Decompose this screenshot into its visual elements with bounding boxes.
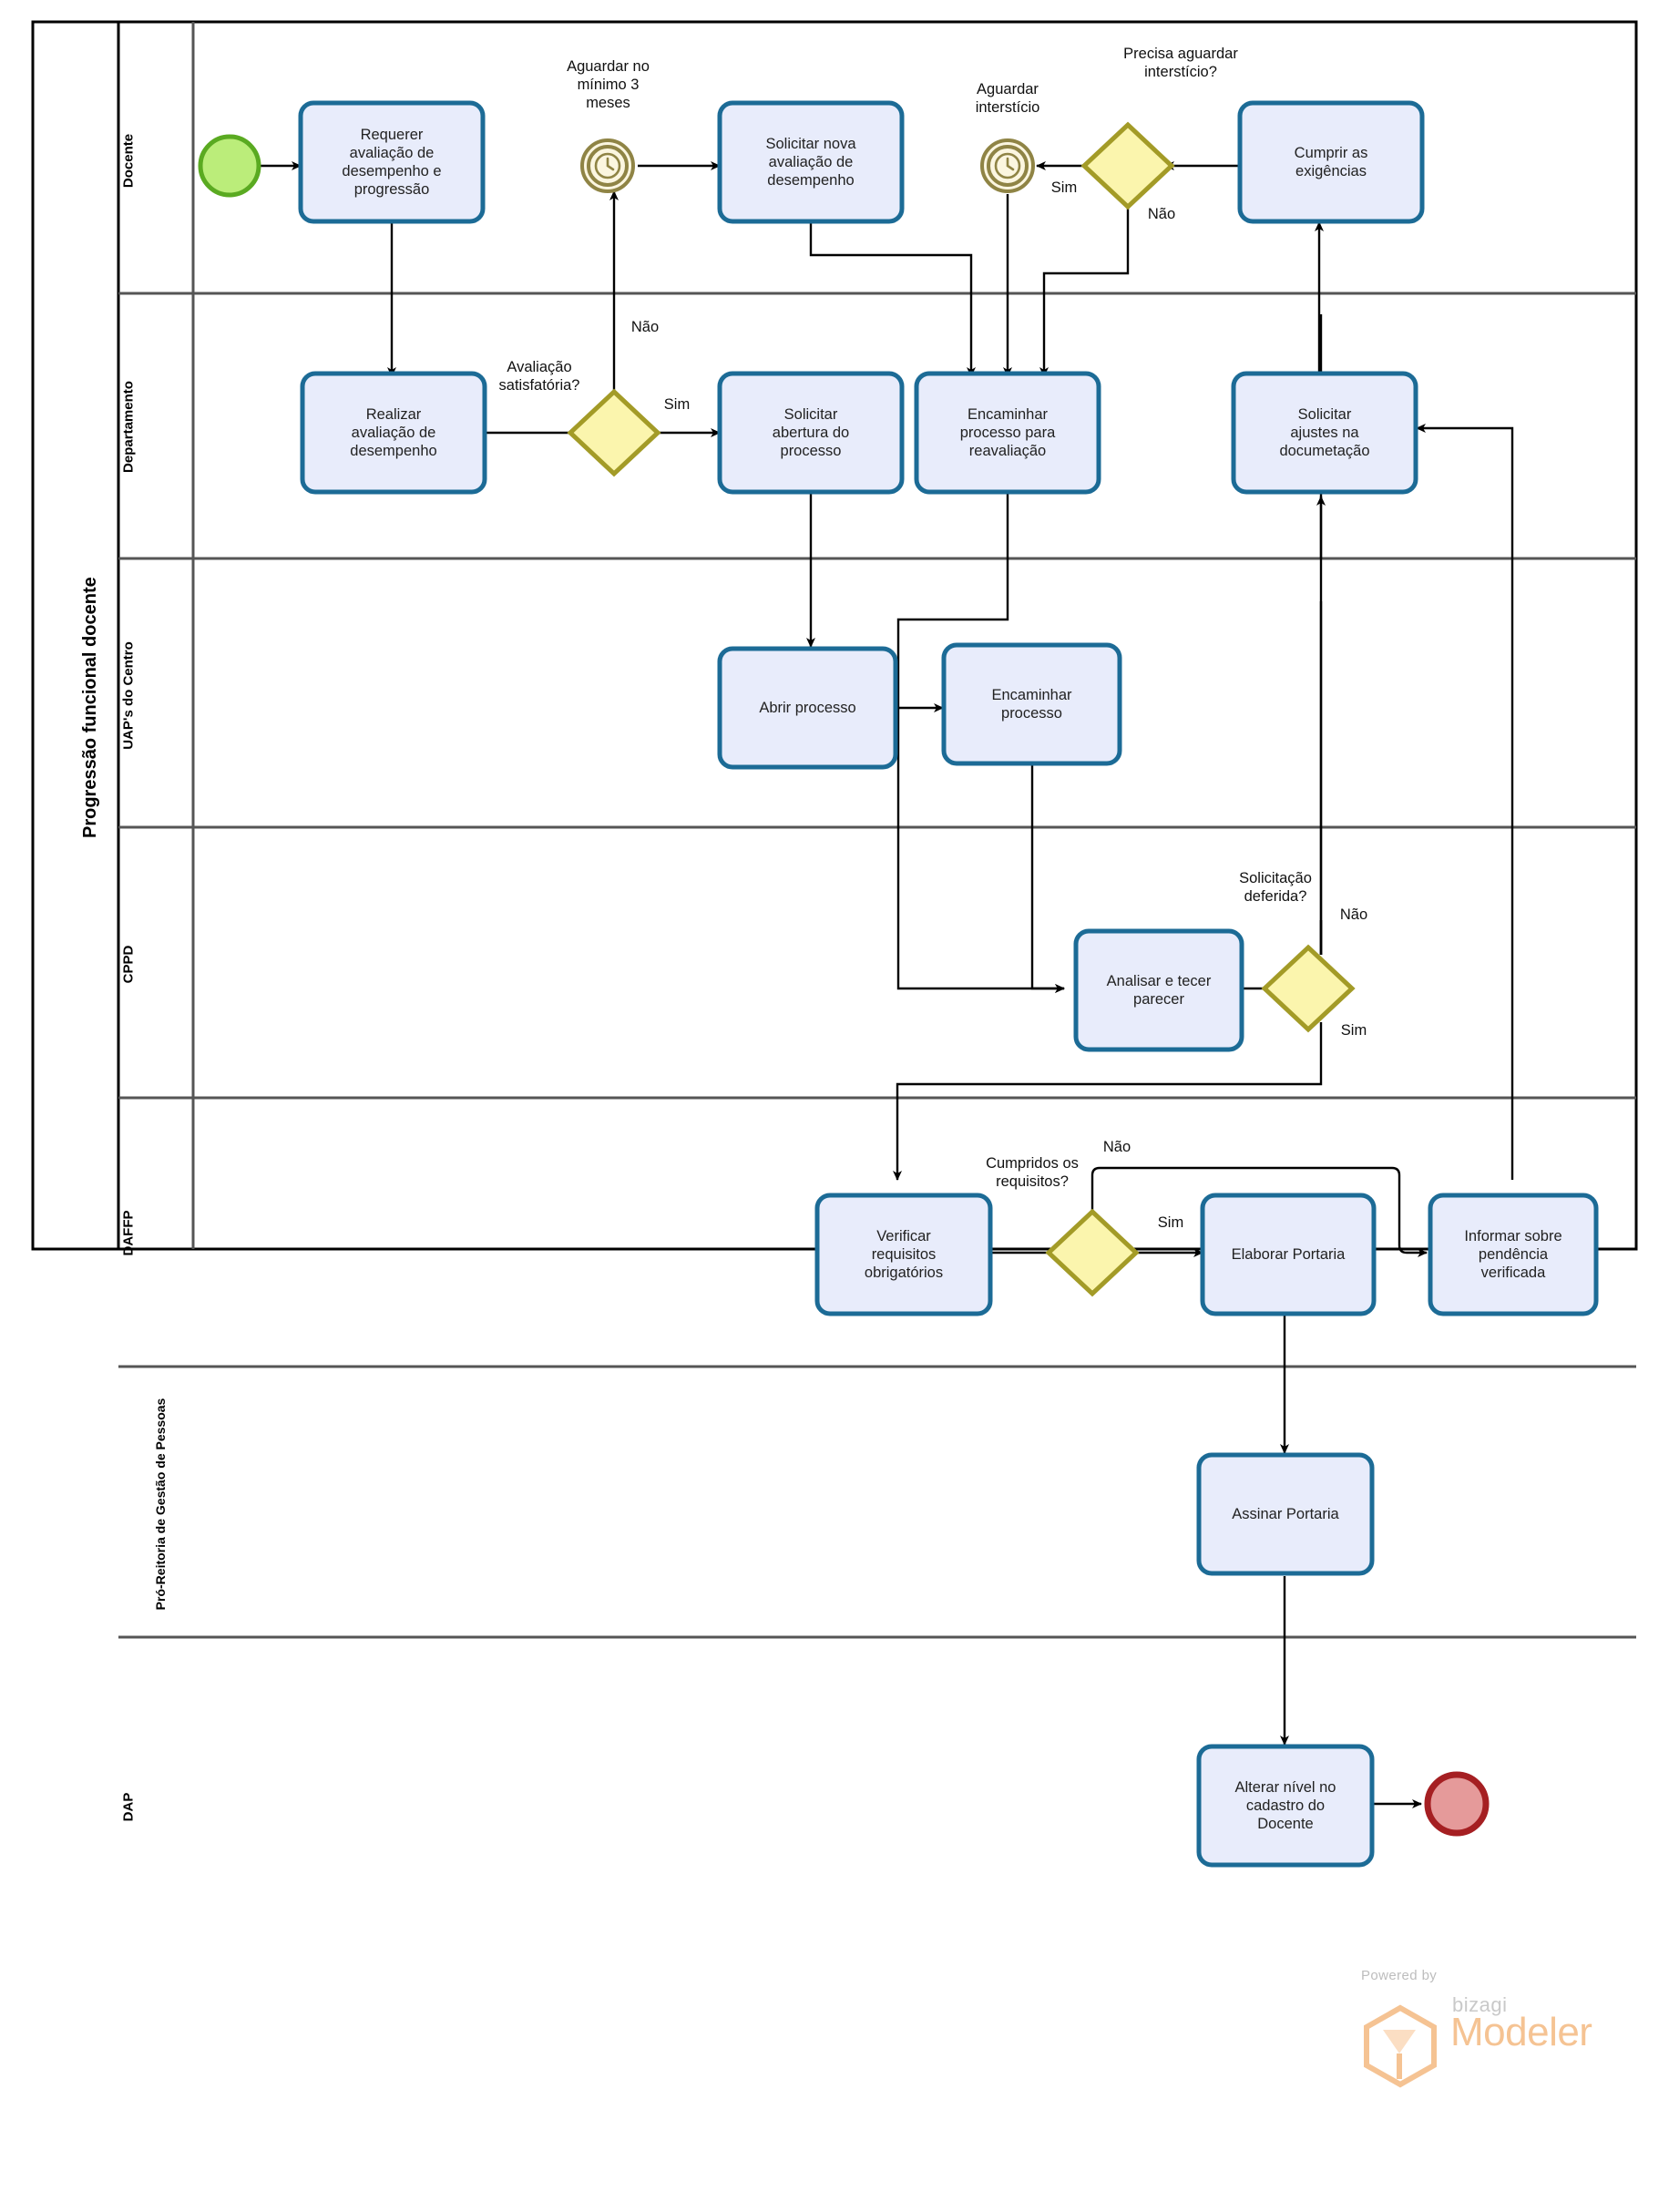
task-t12-shape: [1200, 1193, 1377, 1316]
task-t3-shape: [1237, 100, 1425, 224]
gateway-g1-label: Avaliação satisfatória?: [498, 359, 580, 394]
task-t4-shape: [300, 371, 487, 495]
task-t5-shape: [717, 371, 905, 495]
task-t6-shape: [914, 371, 1101, 495]
flow-label-g3-sim: Sim: [1340, 1022, 1367, 1039]
task-t2-shape: [717, 100, 905, 224]
bizagi-hex-icon: [1364, 2004, 1437, 2088]
flow-label-g4-sim: Sim: [1157, 1214, 1184, 1231]
lane-title-daffp: DAFFP: [120, 1210, 137, 1256]
lane-title-cppd: CPPD: [120, 945, 137, 984]
flow-label-g3-nao: Não: [1339, 906, 1368, 923]
task-t15-shape: [1196, 1744, 1375, 1868]
lane-title-departamento: Departamento: [120, 381, 137, 473]
gateway-g2-shape: [1080, 121, 1175, 210]
timer-event-2-shape: [980, 138, 1035, 193]
task-t1-shape: [298, 100, 486, 224]
lane-title-progep: Pró-Reitoria de Gestão de Pessoas: [153, 1398, 168, 1611]
event-shapes: [198, 134, 1490, 1837]
flow-label-g1-sim: Sim: [663, 396, 691, 413]
task-t9-shape: [941, 642, 1122, 766]
task-t13-shape: [1428, 1193, 1599, 1316]
lane-title-docente: Docente: [120, 133, 137, 189]
lane-dividers: [118, 22, 1636, 1639]
timer-event-2-label: Aguardar interstício: [975, 81, 1040, 117]
powered-by-label: Powered by: [1361, 1968, 1438, 1983]
gateway-g3-shape: [1261, 944, 1356, 1033]
gateway-g4-shape: [1045, 1208, 1140, 1297]
timer-event-1-label: Aguardar no mínimo 3 meses: [567, 58, 650, 112]
task-t11-shape: [814, 1193, 993, 1316]
gateway-g2-label: Precisa aguardar interstício?: [1123, 46, 1238, 80]
gateway-g4-label: Cumpridos os requisitos?: [986, 1155, 1079, 1190]
gateway-g1-shape: [567, 388, 661, 477]
gateway-g3-label: Solicitação deferida?: [1239, 870, 1312, 905]
end-event-shape: [1424, 1771, 1490, 1837]
flow-label-g2-nao: Não: [1147, 206, 1176, 222]
lane-title-uaps: UAP's do Centro: [120, 641, 137, 750]
bizagi-wordmark: bizagi: [1452, 1993, 1508, 2016]
pool-title: Progressão funcional docente: [80, 577, 100, 838]
modeler-wordmark: Modeler: [1450, 2010, 1592, 2054]
gateway-shapes: [567, 121, 1356, 1297]
lane-title-dap: DAP: [120, 1792, 137, 1822]
task-t7-shape: [1231, 371, 1418, 495]
flow-label-g4-nao: Não: [1102, 1139, 1131, 1155]
task-t10-shape: [1073, 928, 1244, 1052]
flow-label-g1-nao: Não: [630, 319, 660, 335]
task-t14-shape: [1196, 1452, 1375, 1576]
task-shapes: [298, 100, 1599, 1868]
timer-event-1-shape: [580, 138, 635, 193]
bizagi-branding: Powered by bizagi Modeler: [1323, 1968, 1592, 2088]
flow-label-g2-sim: Sim: [1050, 179, 1078, 196]
task-t8-shape: [717, 646, 898, 770]
start-event-shape: [198, 134, 261, 198]
